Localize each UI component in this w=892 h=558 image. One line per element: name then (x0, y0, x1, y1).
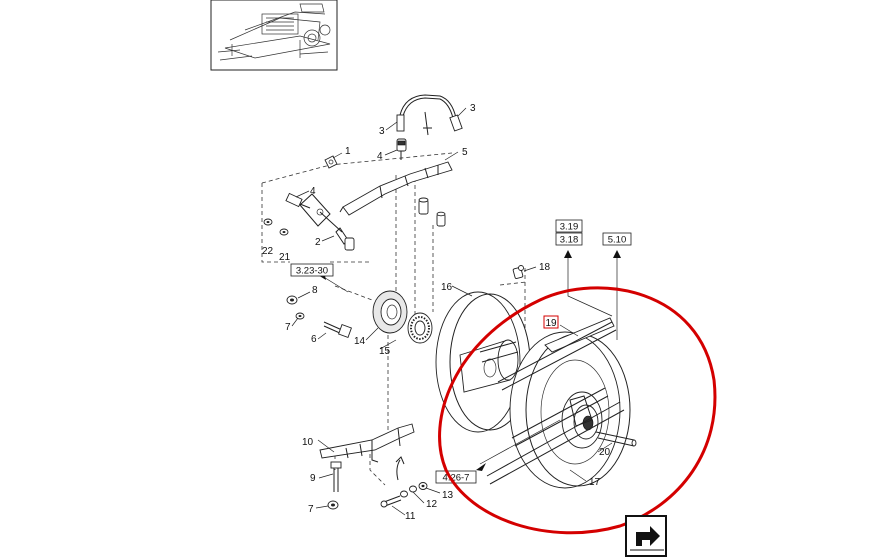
callout-13: 13 (442, 490, 454, 501)
ref-4-26-7[interactable]: 4.26-7 (435, 470, 477, 484)
svg-text:3.23-30: 3.23-30 (296, 266, 328, 277)
red-annotation-circle (438, 286, 717, 535)
next-page-icon[interactable] (625, 515, 667, 557)
ref-5-10[interactable]: 5.10 (602, 232, 632, 246)
callout-12: 12 (426, 499, 438, 510)
part-10-bracket (319, 423, 415, 463)
part-4-sensor-lower (285, 192, 311, 209)
part-14-bearing-housing (372, 290, 408, 334)
callout-numbers: 1 3 3 4 5 4 2 22 21 18 8 16 7 6 14 15 10… (262, 103, 611, 522)
washer-7-lower (327, 500, 339, 510)
callout-9: 9 (310, 473, 316, 484)
part-9-bolt (330, 461, 342, 492)
ref-3-23-30[interactable]: 3.23-30 (290, 263, 334, 277)
callout-8: 8 (312, 285, 318, 296)
callout-3-upper: 3 (470, 103, 476, 114)
callout-4-lower: 4 (310, 186, 316, 197)
svg-text:3.19: 3.19 (560, 222, 579, 233)
part-12-washer (400, 485, 417, 498)
spacer-left (344, 237, 355, 251)
ref-3-19[interactable]: 3.19 (555, 219, 583, 233)
part-4-sensor-upper (396, 138, 407, 160)
washer-8 (286, 295, 298, 305)
callout-3-lower: 3 (379, 126, 385, 137)
callout-20: 20 (599, 447, 611, 458)
washer-21 (279, 228, 289, 236)
part-1-clip (324, 155, 338, 169)
spacer-lower (436, 211, 446, 227)
svg-text:3.18: 3.18 (560, 235, 579, 246)
callout-7-lower: 7 (308, 504, 314, 515)
callout-17: 17 (589, 477, 601, 488)
callout-4-upper: 4 (377, 151, 383, 162)
part-5-bracket (339, 161, 453, 216)
machine-thumbnail (210, 0, 338, 71)
callout-6: 6 (311, 334, 317, 345)
part-6-bolt (323, 321, 352, 338)
part-20-shaft (595, 431, 637, 447)
leader-lines (291, 107, 613, 516)
callout-22: 22 (262, 246, 274, 257)
callout-5: 5 (462, 147, 468, 158)
spacer-upper (418, 197, 429, 215)
svg-text:4.26-7: 4.26-7 (443, 473, 470, 484)
sensor-cable (396, 94, 463, 132)
callout-10: 10 (302, 437, 314, 448)
callout-21: 21 (279, 252, 291, 263)
callout-18: 18 (539, 262, 551, 273)
sensor-bracket (299, 193, 343, 233)
ref-3-18[interactable]: 3.18 (555, 232, 583, 246)
part-19-belt (486, 317, 625, 485)
washer-7-upper (295, 312, 305, 320)
svg-text:5.10: 5.10 (608, 235, 627, 246)
callout-14: 14 (354, 336, 366, 347)
part-18-grease-nipple (512, 265, 524, 279)
callout-2: 2 (315, 237, 321, 248)
callout-7-upper: 7 (285, 322, 291, 333)
callout-15: 15 (379, 346, 391, 357)
part-17-large-pulley (509, 331, 631, 489)
svg-text:19: 19 (545, 318, 557, 329)
part-13-nut (418, 482, 428, 490)
callout-1: 1 (345, 146, 351, 157)
callout-16: 16 (441, 282, 453, 293)
callout-19-box[interactable]: 19 (543, 315, 559, 329)
washer-22 (263, 218, 273, 226)
callout-11: 11 (405, 511, 416, 522)
part-11-bolt (380, 495, 402, 508)
part-15-bearing (407, 312, 433, 344)
assembly-direction-arrow (396, 459, 401, 481)
